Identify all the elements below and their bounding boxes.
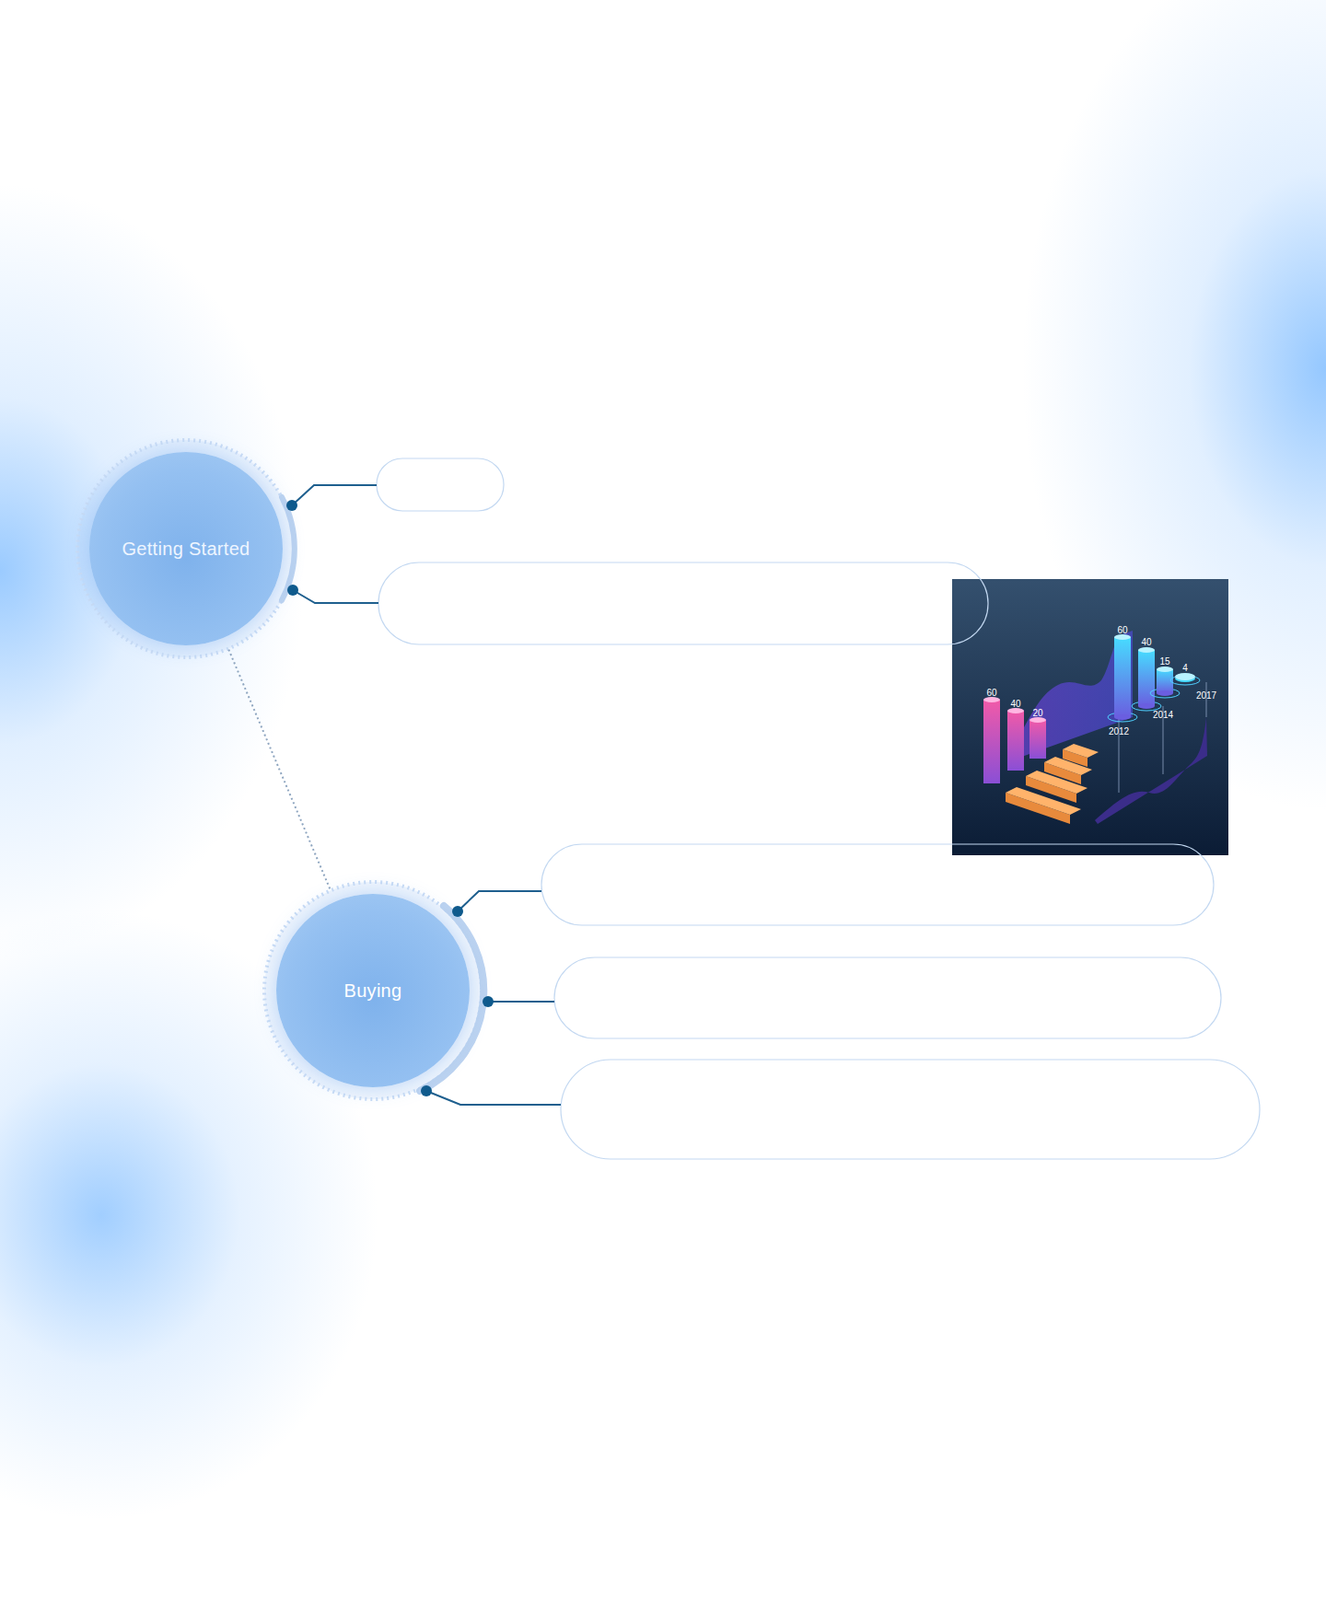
chart-illustration [952,579,1229,856]
topic-circle: Buying [276,894,470,1088]
chart-value: 40 [1140,637,1152,648]
topic-circle: Getting Started [89,452,283,646]
chart-value: 60 [986,687,997,698]
chart-labels: 60 40 20 60 40 15 4 2012 2014 2017 [952,579,1229,856]
chart-value: 60 [1116,625,1128,636]
chart-value: 40 [1010,698,1021,710]
dotted-connector [228,650,330,891]
pill-fills [376,458,1260,1160]
chart-value: 2012 [1108,726,1129,737]
chart-value: 2014 [1152,709,1174,721]
chart-value: 20 [1032,708,1043,719]
chart-value: 2017 [1196,690,1217,701]
circle-halo [77,440,295,658]
pill-outlines [376,458,1260,1160]
circle-label: Getting Started [121,538,250,560]
circle-label: Buying [344,980,403,1002]
chart-value: 4 [1182,663,1188,674]
chart-value: 15 [1159,656,1170,667]
